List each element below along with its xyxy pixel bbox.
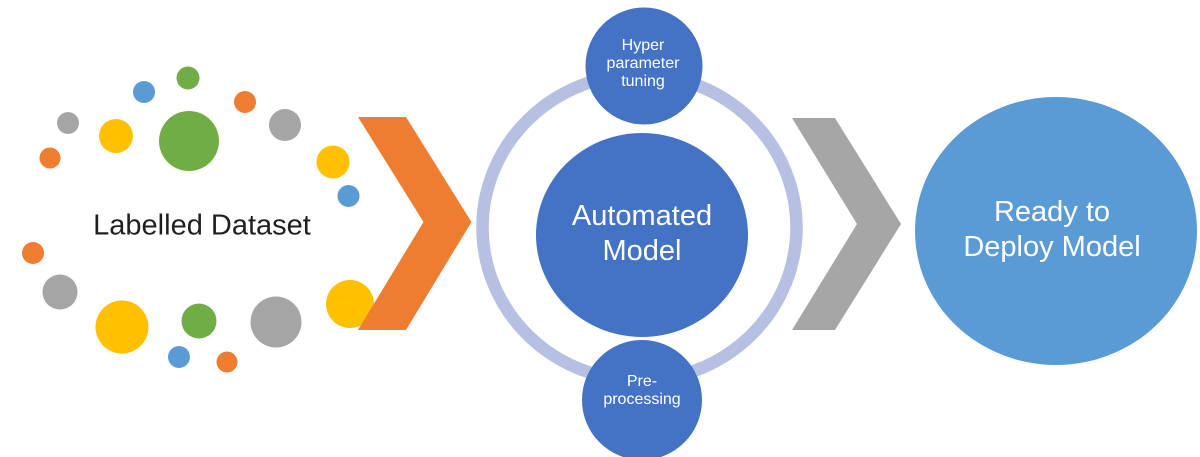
data-point-dot-blue bbox=[168, 346, 190, 368]
hyperparameter-tuning-circle bbox=[585, 7, 703, 125]
data-point-dot-blue bbox=[133, 81, 155, 103]
data-point-dot-gray bbox=[42, 274, 78, 310]
arrow-model-to-deploy bbox=[792, 118, 901, 330]
data-point-dot-green bbox=[176, 66, 200, 90]
data-point-dot-green bbox=[181, 303, 217, 339]
data-point-dot-gray bbox=[250, 296, 302, 348]
data-point-dot-orange bbox=[39, 147, 61, 169]
data-point-dot-orange bbox=[234, 91, 256, 113]
data-point-dot-yellow bbox=[326, 280, 374, 328]
data-point-dot-yellow bbox=[316, 145, 350, 179]
data-point-dot-yellow bbox=[99, 119, 133, 153]
data-point-dot-green bbox=[159, 111, 219, 171]
automated-model-circle bbox=[536, 133, 748, 337]
data-point-dot-blue bbox=[337, 185, 360, 207]
ready-to-deploy-circle bbox=[915, 97, 1197, 365]
data-point-dot-gray bbox=[57, 112, 79, 134]
data-point-dot-orange bbox=[22, 242, 44, 264]
data-point-dot-yellow bbox=[95, 300, 149, 354]
data-point-dot-orange bbox=[216, 351, 238, 373]
dataset-dots-cluster bbox=[22, 66, 374, 373]
arrow-dataset-to-model bbox=[358, 117, 472, 330]
preprocessing-circle bbox=[582, 340, 702, 457]
data-point-dot-gray bbox=[269, 109, 301, 141]
